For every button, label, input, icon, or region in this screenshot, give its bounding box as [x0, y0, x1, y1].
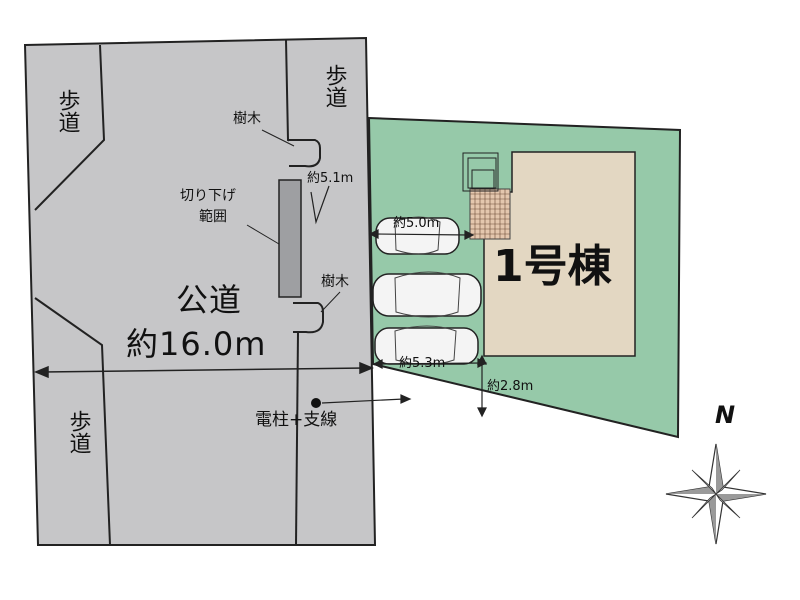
setback-label: 約2.8m — [487, 379, 534, 394]
guy-wire-arrow — [321, 394, 412, 404]
tree-pit-bottom — [293, 302, 324, 334]
sidewalk-right-line-lower — [295, 331, 299, 546]
road-width-arrow — [34, 361, 374, 379]
curb-cut-leader — [246, 224, 280, 245]
curb-cut-label-1: 切り下げ — [180, 188, 236, 204]
sidewalk-label-top-left: 歩道 — [53, 89, 80, 133]
sidewalk-text: 歩道 — [54, 89, 80, 133]
sidewalk-top-left — [34, 44, 106, 211]
road-width-label: 約16.0m — [126, 325, 267, 363]
tree-leader-bottom — [320, 291, 341, 313]
curb-cut-length: 約5.1m — [307, 171, 354, 186]
sidewalk-bottom-left — [34, 297, 111, 546]
sidewalk-label-bottom-left: 歩道 — [64, 410, 91, 454]
curb-cut-label-2: 範囲 — [199, 209, 227, 225]
tree-label-bottom: 樹木 — [321, 274, 349, 290]
public-road-label: 公道 — [176, 281, 243, 319]
tree-label-top: 樹木 — [233, 111, 261, 127]
sidewalk-label-top-right: 歩道 — [320, 64, 347, 108]
building-label: 1号棟 — [493, 241, 612, 292]
curb-cut-bracket — [310, 185, 330, 225]
utility-pole-label: 電柱+支線 — [255, 410, 338, 430]
entrance-grid — [462, 152, 511, 240]
tree-leader-top — [261, 129, 295, 147]
parking-depth-arrow — [368, 229, 475, 240]
tree-pit-top — [289, 139, 321, 168]
parking-depth-label: 約5.0m — [393, 216, 440, 231]
public-road-area — [23, 36, 377, 546]
parking-width-label: 約5.3m — [399, 356, 446, 371]
curb-cut-strip — [278, 179, 302, 298]
car-icon — [372, 271, 482, 318]
sidewalk-text: 歩道 — [321, 64, 347, 108]
sidewalk-text: 歩道 — [65, 410, 91, 454]
setback-arrow — [477, 354, 487, 418]
building-footprint — [483, 151, 636, 357]
north-label: N — [715, 401, 736, 429]
utility-pole-icon — [311, 398, 321, 408]
